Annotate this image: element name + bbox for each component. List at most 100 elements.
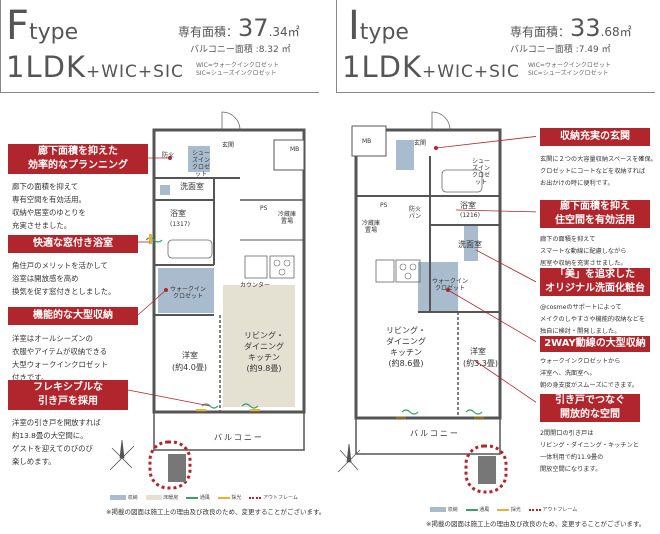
plan-i-callout-3: 「美」を追求した オリジナル洗面化粧台 xyxy=(540,268,650,296)
plan-f-area-int: 37 xyxy=(238,14,269,42)
legend-label: 採光 xyxy=(510,507,521,513)
plan-i-room-western-size: (約3.3畳) xyxy=(463,359,498,368)
plan-i-room-wic: ウォークイン クロゼット xyxy=(432,278,469,292)
desc-line: 約13.8畳の大空間に。 xyxy=(12,431,88,440)
plan-f-area-label: 専有面積： xyxy=(178,25,239,39)
plan-i-callout-4: 2WAY動線の大型収納 xyxy=(540,336,650,352)
desc-line: ウォークインクロゼットから xyxy=(540,358,621,365)
plan-i-mb-box xyxy=(351,125,387,157)
plan-f-room-mb: MB xyxy=(290,146,300,153)
plan-f-legend: 収納 床暖房 通風 採光 アウトフレーム xyxy=(110,494,298,501)
ldk-line: キッチン xyxy=(248,353,280,362)
plan-i-sic-note: SIC=シューズインクロゼット xyxy=(528,70,609,77)
plan-f-bathtub xyxy=(167,239,213,259)
desc-line: 一体利用で約11.9畳の xyxy=(540,454,604,461)
plan-i-outframe xyxy=(464,444,508,494)
plan-i-area-dec: .68 xyxy=(600,25,620,39)
plan-i-room-fridge: 冷蔵庫 置場 xyxy=(361,220,380,234)
plan-i-room-entrance: 玄関 xyxy=(414,140,427,147)
plan-i-callout-2-desc: 廊下の面積を抑えて スマートな動線に配慮しながら 居室や収納を充実させました。 xyxy=(540,234,627,270)
ldk-line: ダイニング xyxy=(386,337,426,346)
plan-f-daylight-marks xyxy=(149,234,260,412)
plan-f-room-western: 洋室 xyxy=(182,351,198,360)
plan-i-shoe-fill xyxy=(396,140,414,170)
plan-f-callout-3-desc: 洋室はオールシーズンの 衣服やアイテムが収納できる 大型ウォークインクロゼット … xyxy=(12,332,108,384)
plan-f-leader-dot xyxy=(164,288,168,292)
plan-i-pillar xyxy=(478,456,496,484)
desc-line: 楽しめます。 xyxy=(12,457,56,466)
plan-i-bathtub xyxy=(441,169,483,193)
plan-f-callout-1: 廊下面積を抑えた 効率的なプランニング xyxy=(8,144,148,174)
desc-line: 朝の身支度がスムーズにできます。 xyxy=(540,382,639,389)
desc-line: メイクのしやすさや機能的収納などを xyxy=(540,316,646,323)
ldk-line: キッチン xyxy=(390,348,422,357)
plan-i-abbrev-notes: WIC=ウォークインクロゼット SIC=シューズインクロゼット xyxy=(528,62,611,78)
plan-f-leader-lines xyxy=(127,157,211,407)
legend-label: アウトフレーム xyxy=(542,507,578,513)
plan-f-callout-1-title2: 効率的なプランニング xyxy=(28,160,128,171)
legend-label: 採光 xyxy=(231,495,242,501)
legend-outframe: アウトフレーム xyxy=(249,494,298,501)
plan-i-ventilation-marks xyxy=(401,409,483,415)
plan-f-wic-note: WIC=ウォークインクロゼット xyxy=(196,62,279,69)
plan-f-floorheat-area xyxy=(223,285,295,407)
plan-i-compass-icon xyxy=(337,443,361,473)
burner xyxy=(273,259,281,267)
plan-f-callout-4-desc: 洋室の引き戸を開放すれば 約13.8畳の大空間に。 ゲストを迎えてのびのび 楽し… xyxy=(12,416,101,468)
plan-i-callout-4-title: 2WAY動線の大型収納 xyxy=(544,338,646,349)
plan-f-callout-3-title: 機能的な大型収納 xyxy=(33,310,113,321)
desc-line: 洋室の引き戸を開放すれば xyxy=(12,418,101,427)
desc-line: お出かけの時に便利です。 xyxy=(540,180,614,187)
plan-i-area-label: 専有面積： xyxy=(510,25,571,39)
ldk-size: (約9.8畳) xyxy=(246,364,282,373)
plan-i-title-frame xyxy=(336,0,655,93)
plan-i-layout-sub: +WIC+SIC xyxy=(421,62,520,82)
plan-f-abbrev-notes: WIC=ウォークインクロゼット SIC=シューズインクロゼット xyxy=(196,62,279,78)
plan-f-stove xyxy=(269,255,295,279)
desc-line: 独自に検討・開発しました。 xyxy=(540,328,621,335)
plan-f-room-ps: PS xyxy=(260,205,268,212)
legend-label: 通風 xyxy=(479,507,490,513)
ldk-line: リビング・ xyxy=(386,326,426,335)
plan-i-room-shoe: シューズイン クロゼット xyxy=(471,158,490,186)
plan-i-balcony-area: バルコニー面積 :7.49 ㎡ xyxy=(510,45,611,55)
plan-i-room-ps: PS xyxy=(380,202,388,209)
plan-i-area-unit: ㎡ xyxy=(619,25,632,39)
plan-f-pillar xyxy=(168,454,186,482)
plan-f-storage-fill xyxy=(160,185,170,195)
burner xyxy=(283,259,291,267)
plan-f-callout-2-desc: 角住戸のメリットを活かして 浴室は開放感を高め 換気を促す窓付きとしました。 xyxy=(12,259,115,298)
plan-i-type-letter: I xyxy=(348,3,360,49)
plan-f-footnote: ※掲載の図面は施工上の理由及び改良のため、変更することがございます。 xyxy=(106,508,326,516)
plan-f-shoe-fill xyxy=(188,146,210,172)
desc-line: 角住戸のメリットを活かして xyxy=(12,261,108,270)
ldk-line: リビング・ xyxy=(244,331,284,340)
plan-f-callout-4-title1: フレキシブルな xyxy=(33,382,103,393)
legend-label: 収納 xyxy=(127,495,138,501)
plan-f-room-western-size: (約4.0畳) xyxy=(172,363,207,372)
plan-i-callout-2-title1: 廊下面積を抑え xyxy=(560,201,630,212)
legend-daylight: 採光 xyxy=(217,494,242,501)
legend-outframe: アウトフレーム xyxy=(528,506,578,513)
desc-line: 居室や収納を充実させました。 xyxy=(540,260,627,267)
plan-f-balcony-outline xyxy=(153,411,305,451)
plan-f-layout-main: 1LDK xyxy=(6,50,86,84)
plan-f-room-bath: 浴室 xyxy=(170,209,186,218)
plan-f-callout-2-title: 快適な窓付き浴室 xyxy=(33,238,113,249)
plan-i-callout-5-desc: 2間開口の引き戸は リビング・ダイニング・キッチンと 一体利用で約11.9畳の … xyxy=(540,428,639,476)
plan-i-leader-dot xyxy=(434,146,438,150)
plan-i-wic-fill xyxy=(418,262,458,312)
plan-f-type-letter: F xyxy=(6,3,30,49)
plan-f-room-counter: カウンター xyxy=(240,282,271,289)
plan-f-balcony-area: バルコニー面積 :8.32 ㎡ xyxy=(190,45,291,55)
desc-line: スマートな動線に配慮しながら xyxy=(540,248,627,255)
plan-i-callout-2: 廊下面積を抑え 住空間を有効活用 xyxy=(540,200,650,228)
legend-label: 収納 xyxy=(447,507,458,513)
plan-f-area: 専有面積：37.34㎡ xyxy=(178,14,300,42)
desc-line: 洋室はオールシーズンの xyxy=(12,334,93,343)
plan-i-stove xyxy=(395,259,421,283)
plan-i-room-washroom: 洗面室 xyxy=(458,240,482,249)
plan-i-callout-3-desc: @cosmeのサポートによって メイクのしやすさや機能的収納などを 独自に検討・… xyxy=(540,302,645,338)
desc-line: 収納や居室のゆとりを xyxy=(12,208,86,217)
plan-f-floorplan xyxy=(110,111,306,490)
